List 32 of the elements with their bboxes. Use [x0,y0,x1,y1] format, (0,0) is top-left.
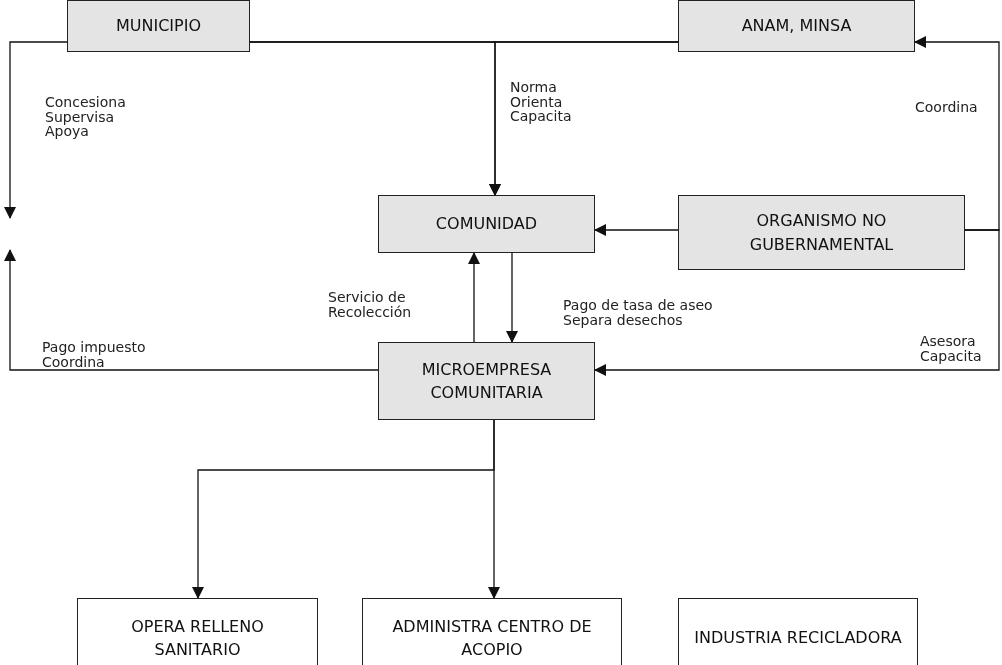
arrow [4,41,68,219]
process-box [678,598,918,665]
arrow [594,224,679,236]
box-label: OPERA RELLENO SANITARIO [130,615,265,661]
edge-label: Pago impuesto Coordina [42,340,147,370]
process-box [67,0,250,52]
process-box [362,598,622,665]
process-box [678,195,965,270]
edge-label: Pago de tasa de aseo Separa desechos [563,298,714,328]
arrow [914,36,1000,231]
edge-label: Asesora Capacita [920,334,983,364]
arrow [468,252,480,343]
arrow [488,419,500,599]
arrow [506,252,518,343]
edge-label: Coordina [915,100,979,115]
box-label: ANAM, MINSA [741,15,852,38]
box-label: COMUNIDAD [435,213,538,236]
process-box [77,598,318,665]
arrow [594,229,1000,376]
process-box [378,195,595,253]
process-box [378,342,595,420]
edge-label: Norma Orienta Capacita [510,80,573,125]
edge-label: Concesiona Supervisa Apoya [45,95,127,140]
box-label: ADMINISTRA CENTRO DE ACOPIO [391,615,593,661]
box-label: INDUSTRIA RECICLADORA [694,627,902,650]
arrow [489,41,679,196]
arrow [4,249,379,371]
box-label: MICROEMPRESA COMUNITARIA [420,358,553,404]
box-label: ORGANISMO NO GUBERNAMENTAL [748,210,895,256]
process-box [678,0,915,52]
box-label: MUNICIPIO [115,15,202,38]
edge-label: Servicio de Recolección [328,290,413,320]
